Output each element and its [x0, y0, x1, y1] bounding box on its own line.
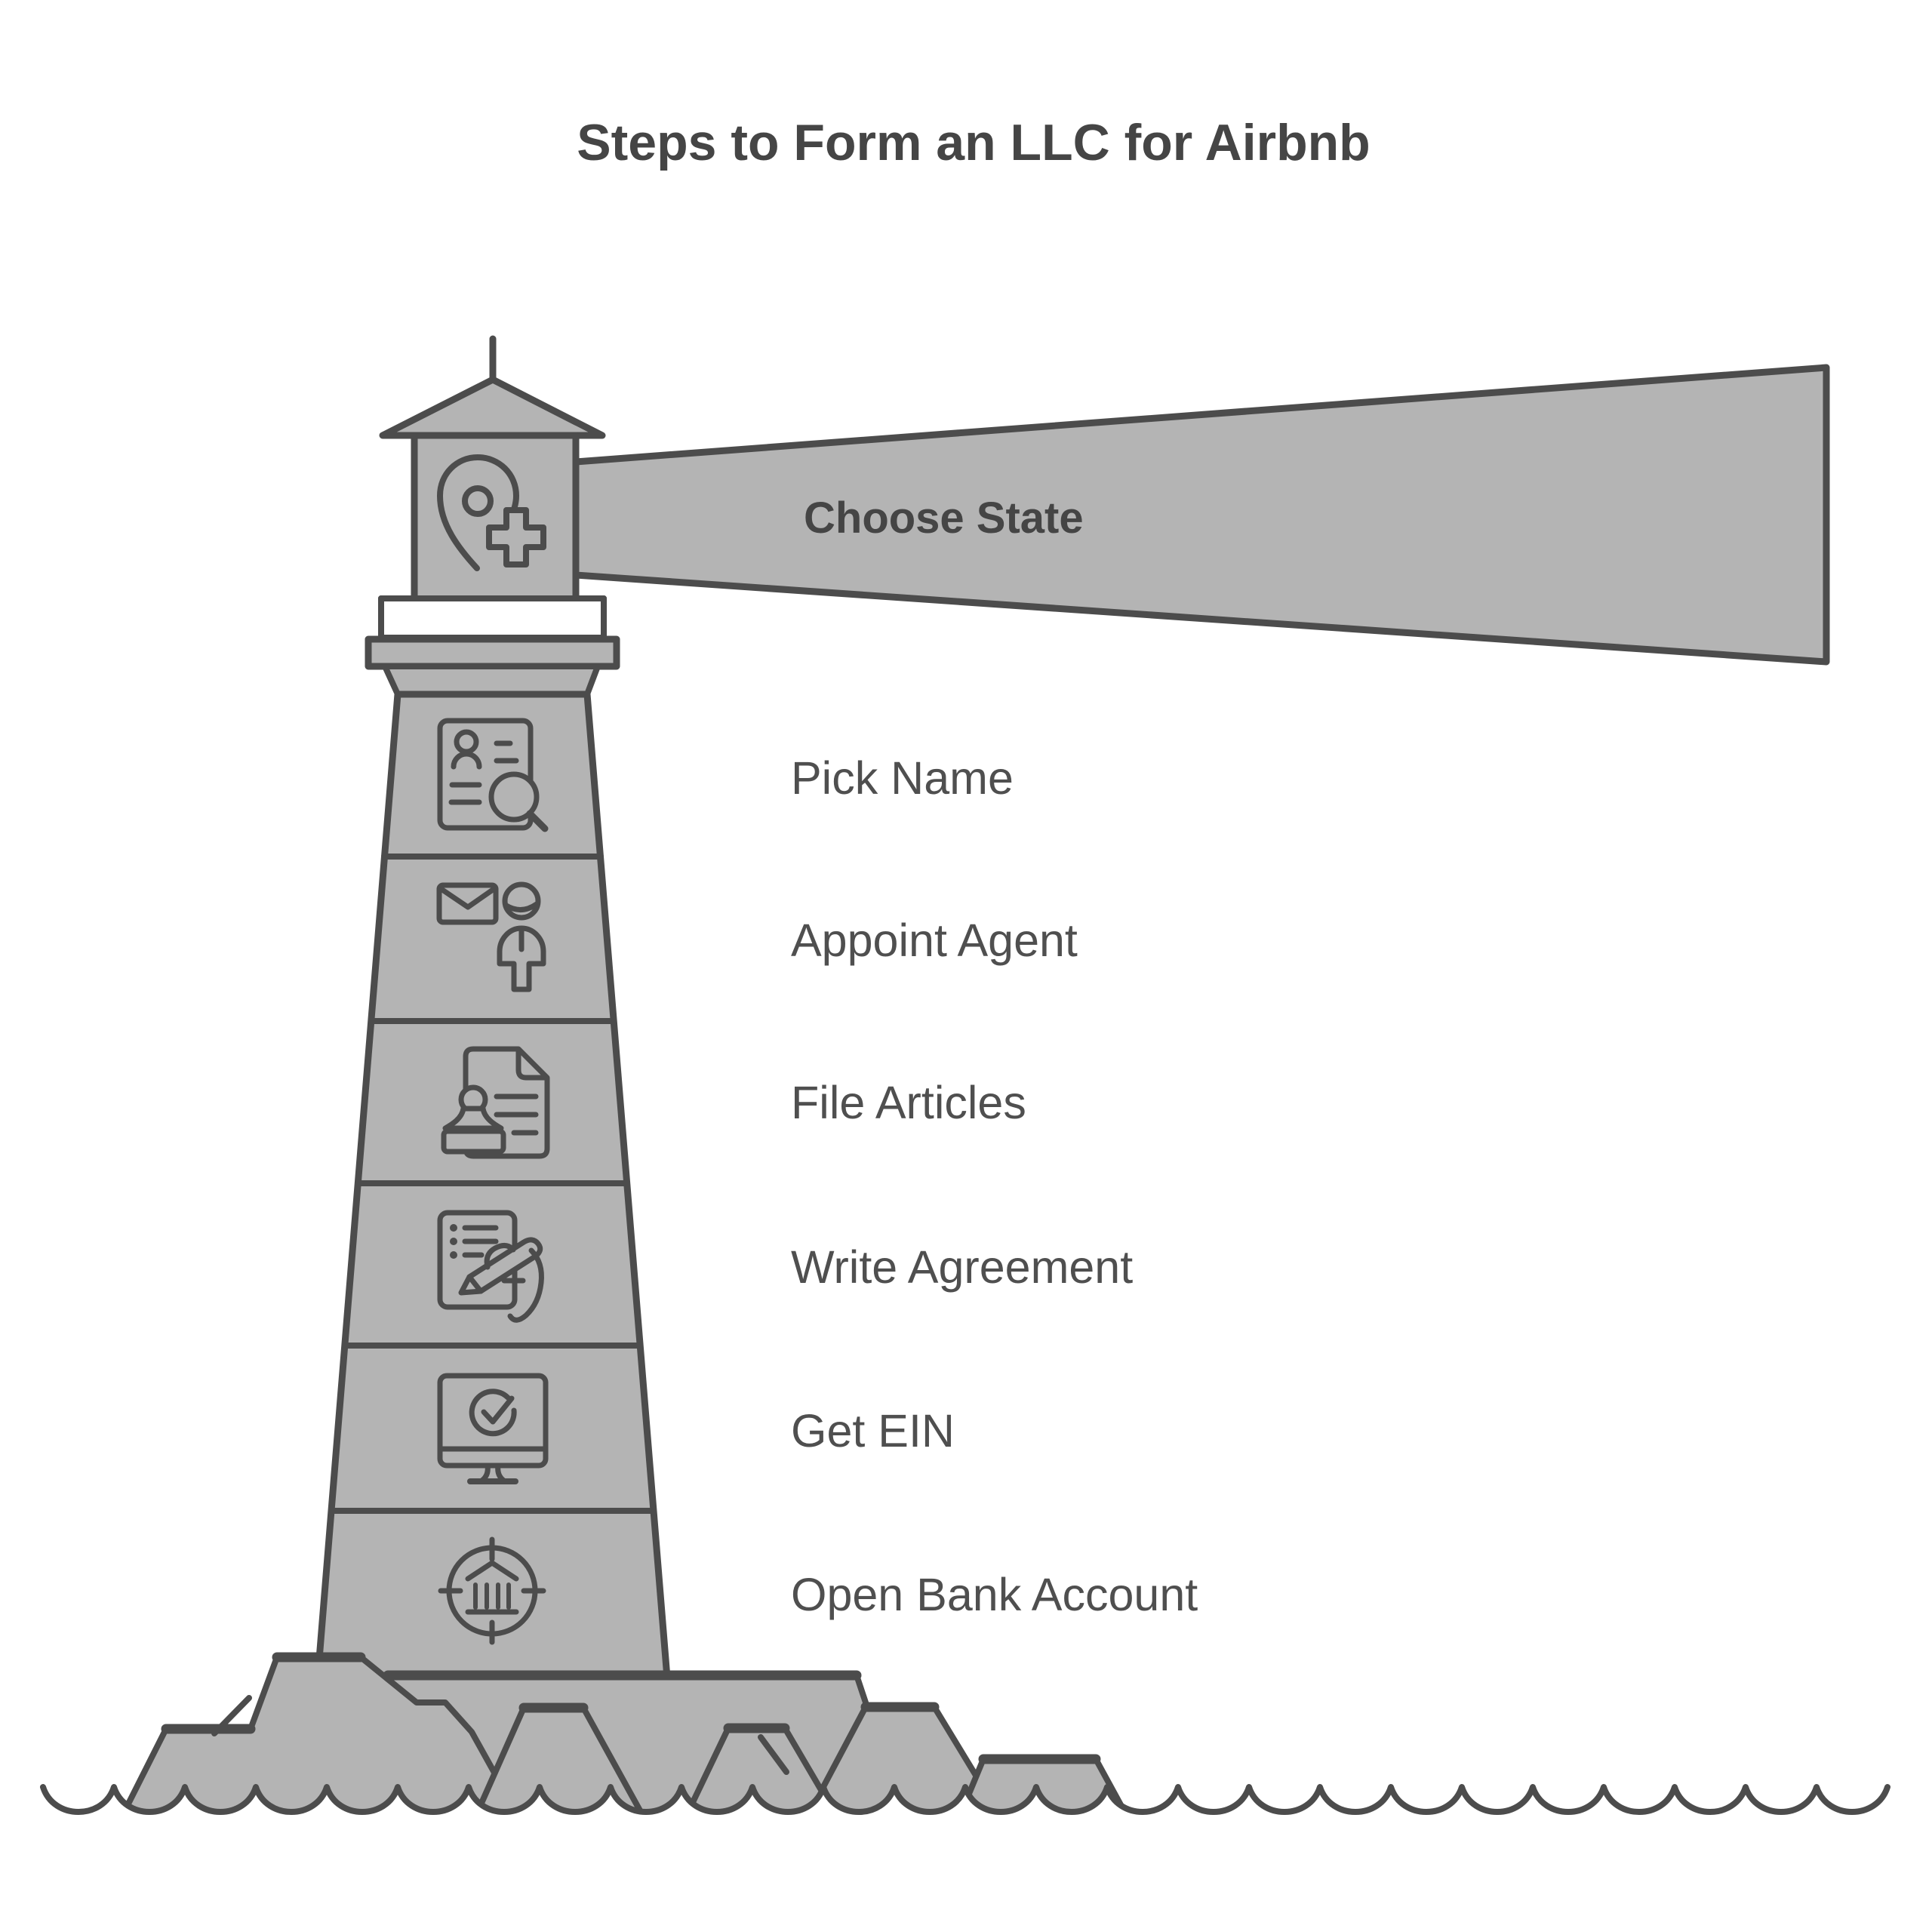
stamp-document-icon	[441, 1046, 550, 1159]
envelope-person-icon	[436, 881, 546, 992]
waves	[40, 1784, 1890, 1907]
checklist-signature-icon	[437, 1210, 544, 1323]
roof	[379, 376, 606, 439]
step-label-file-articles: File Articles	[791, 1077, 1026, 1128]
lighthouse	[312, 335, 673, 1709]
bank-target-icon	[438, 1536, 546, 1645]
id-card-search-icon	[437, 718, 549, 832]
plus-icon	[486, 507, 546, 567]
step-label-get-ein: Get EIN	[791, 1405, 955, 1456]
step-label-open-bank-account: Open Bank Account	[791, 1569, 1198, 1620]
light-beam-shape	[572, 364, 1830, 666]
step-label-pick-name: Pick Name	[791, 752, 1014, 804]
page-title: Steps to Form an LLC for Airbnb	[577, 114, 1370, 171]
gallery-railing	[378, 595, 607, 641]
beam-label: Choose State	[804, 494, 1084, 543]
rock-crack	[758, 1734, 789, 1775]
monitor-check-icon	[437, 1373, 549, 1484]
location-pin-outline	[437, 454, 519, 571]
wave-line	[40, 1784, 1890, 1815]
magnifier-handle	[526, 810, 549, 832]
railing-frame-outline	[378, 595, 607, 641]
rock-crack	[211, 1695, 252, 1736]
step-label-appoint-agent: Appoint Agent	[791, 915, 1078, 966]
platform	[365, 635, 620, 670]
light-beam	[572, 364, 1830, 666]
tower-neck	[382, 663, 601, 697]
water-surface	[43, 1787, 1887, 1907]
step-label-write-agreement: Write Agreement	[791, 1241, 1133, 1293]
location-pin-plus-icon	[437, 454, 546, 571]
location-pin-dot	[462, 485, 494, 517]
